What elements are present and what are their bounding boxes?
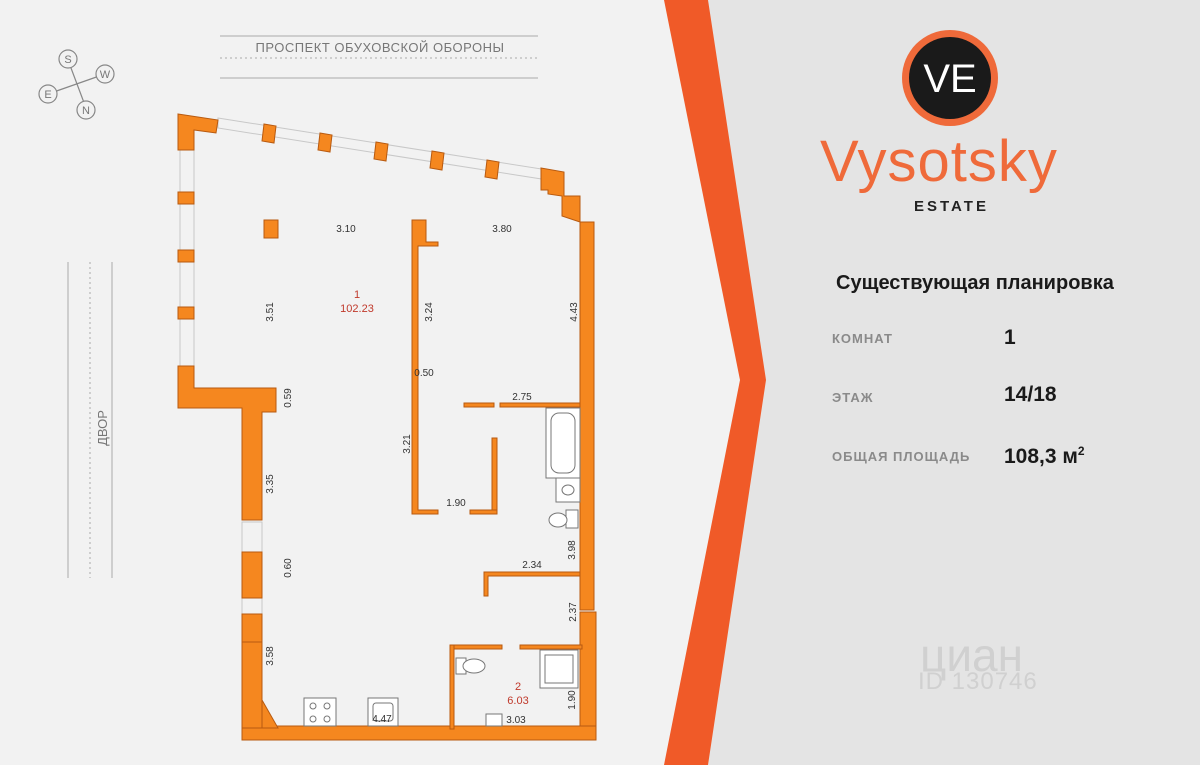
dim-4-47: 4.47 [372,714,392,725]
wc-sink [485,713,503,727]
dim-4-43: 4.43 [569,302,580,322]
area-number: 108,3 м [1004,445,1078,468]
floor-label: ЭТАЖ [832,390,874,405]
yard-label: ДВОР [95,410,110,446]
toilet-bowl [548,512,568,528]
dim-0-60: 0.60 [283,558,294,578]
dim-2-34: 2.34 [522,560,542,571]
brand-monogram: VE [923,57,976,101]
orange-chevron [664,0,766,765]
dim-3-21: 3.21 [402,434,413,454]
fixtures [303,407,581,727]
room2-area: 6.03 [507,695,528,707]
dim-3-98: 3.98 [567,540,578,560]
area-label: ОБЩАЯ ПЛОЩАДЬ [832,449,971,464]
watermark-text: циан [920,629,1024,681]
brand-sub: ESTATE [914,198,989,215]
compass-n: N [82,105,90,117]
dim-0-50: 0.50 [414,368,434,379]
dim-3-58: 3.58 [265,646,276,666]
dim-3-35: 3.35 [265,474,276,494]
wc-toilet-bowl [462,658,486,674]
watermark-id: ID 130746 [918,668,1038,695]
dim-3-10: 3.10 [336,224,356,235]
rooms-label: КОМНАТ [832,331,893,346]
dim-3-24: 3.24 [424,302,435,322]
brand-emblem: VE [902,30,998,126]
dim-1-90b: 1.90 [567,690,578,710]
walls [177,113,597,741]
room2-number: 2 [515,681,521,693]
compass-e: E [44,89,51,101]
dim-3-03: 3.03 [506,715,526,726]
street-label: ПРОСПЕКТ ОБУХОВСКОЙ ОБОРОНЫ [256,40,505,55]
dim-2-75: 2.75 [512,392,532,403]
info-panel-bg [708,0,1200,765]
compass-s: S [64,54,71,66]
area-value: 108,3 м2 [1004,444,1085,469]
room1-area: 102.23 [340,303,374,315]
compass-w: W [100,69,111,81]
dim-3-51: 3.51 [265,302,276,322]
dim-2-37: 2.37 [568,602,579,622]
dim-1-90a: 1.90 [446,498,466,509]
rooms-value: 1 [1004,326,1016,349]
dim-3-80: 3.80 [492,224,512,235]
brand-name: Vysotsky [820,129,1058,194]
area-superscript: 2 [1077,444,1085,458]
stove [303,697,337,727]
floor-value: 14/18 [1004,383,1057,406]
compass [38,49,115,120]
dim-0-59: 0.59 [283,388,294,408]
room1-number: 1 [354,289,360,301]
layout-heading: Существующая планировка [836,272,1114,294]
